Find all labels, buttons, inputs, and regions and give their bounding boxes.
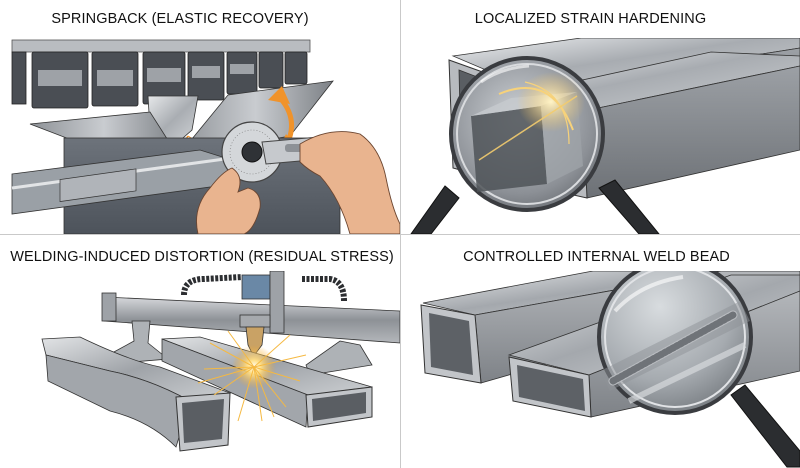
right-hand bbox=[299, 131, 400, 234]
welding-distortion-illustration bbox=[41, 271, 400, 452]
clamp-plates bbox=[38, 64, 254, 86]
panel-springback: SPRINGBACK (ELASTIC RECOVERY) bbox=[0, 0, 400, 234]
panel-title: SPRINGBACK (ELASTIC RECOVERY) bbox=[51, 11, 309, 27]
panel-strain-hardening: LOCALIZED STRAIN HARDENING bbox=[401, 0, 800, 234]
horizontal-divider bbox=[0, 234, 800, 235]
left-hand bbox=[196, 167, 261, 234]
torch-carriage bbox=[241, 274, 271, 300]
panel-welding-distortion: WELDING-INDUCED DISTORTION (RESIDUAL STR… bbox=[0, 235, 400, 468]
press-brake-clamps bbox=[11, 51, 308, 109]
springback-illustration bbox=[11, 39, 400, 234]
press-brake-upper-beam bbox=[11, 39, 311, 53]
internal-weld-bead-illustration bbox=[420, 271, 800, 468]
panel-title: LOCALIZED STRAIN HARDENING bbox=[474, 11, 707, 27]
magnifier-handle-right[interactable] bbox=[598, 179, 660, 234]
cable-chain bbox=[181, 274, 347, 302]
magnifying-glass[interactable] bbox=[597, 271, 753, 415]
gantry-leg-left bbox=[111, 320, 170, 364]
panel-title: WELDING-INDUCED DISTORTION (RESIDUAL STR… bbox=[10, 249, 394, 265]
welding-sparks bbox=[197, 330, 307, 422]
magnifier-handle[interactable] bbox=[730, 384, 800, 468]
magnifying-glass[interactable] bbox=[449, 56, 605, 212]
panel-internal-weld-bead: CONTROLLED INTERNAL WELD BEAD bbox=[401, 235, 800, 468]
magnifier-handle-left[interactable] bbox=[410, 185, 460, 234]
gantry-leg-right bbox=[305, 340, 373, 376]
strain-hardening-illustration bbox=[410, 38, 800, 234]
panel-title: CONTROLLED INTERNAL WELD BEAD bbox=[463, 249, 730, 265]
